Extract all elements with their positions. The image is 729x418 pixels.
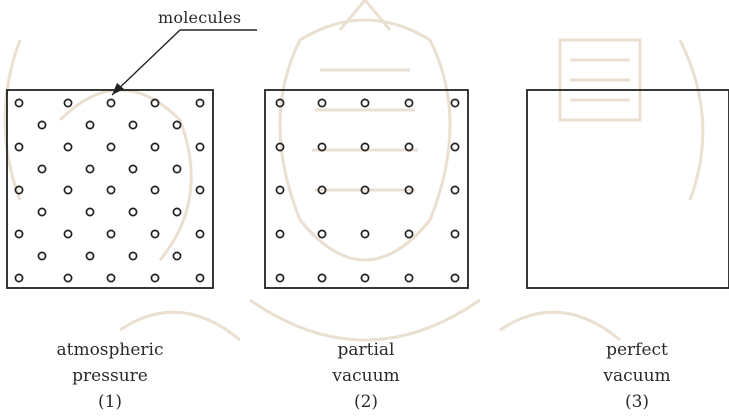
caption-2-line1: partial	[276, 337, 456, 363]
molecule-dot	[196, 143, 203, 150]
caption-1-number: (1)	[20, 389, 200, 415]
molecule-dot	[15, 143, 22, 150]
panel-1-container	[7, 90, 213, 288]
caption-3-line2: vacuum	[547, 363, 727, 389]
panel-3-container	[527, 90, 729, 288]
molecule-dot	[173, 252, 180, 259]
molecule-dot	[151, 186, 158, 193]
molecule-dot	[276, 143, 283, 150]
molecule-dot	[451, 143, 458, 150]
molecule-dot	[451, 230, 458, 237]
molecule-dot	[173, 165, 180, 172]
molecule-dot	[405, 230, 412, 237]
caption-2-line2: vacuum	[276, 363, 456, 389]
panel-1-molecules	[15, 99, 203, 281]
molecule-dot	[151, 230, 158, 237]
molecule-dot	[86, 121, 93, 128]
molecule-dot	[405, 274, 412, 281]
caption-3-number: (3)	[547, 389, 727, 415]
molecule-dot	[129, 208, 136, 215]
molecule-dot	[276, 186, 283, 193]
molecule-dot	[405, 99, 412, 106]
molecule-dot	[318, 143, 325, 150]
molecule-dot	[15, 230, 22, 237]
caption-3: perfect vacuum (3)	[547, 337, 727, 415]
molecule-dot	[86, 252, 93, 259]
molecule-dot	[151, 99, 158, 106]
caption-3-line1: perfect	[547, 337, 727, 363]
molecule-dot	[64, 230, 71, 237]
molecule-dot	[318, 99, 325, 106]
molecule-dot	[451, 186, 458, 193]
molecule-dot	[196, 274, 203, 281]
molecule-dot	[107, 186, 114, 193]
caption-1-line2: pressure	[20, 363, 200, 389]
caption-1: atmospheric pressure (1)	[20, 337, 200, 415]
molecule-dot	[196, 99, 203, 106]
molecule-dot	[64, 143, 71, 150]
molecule-dot	[361, 274, 368, 281]
molecule-dot	[107, 143, 114, 150]
molecule-dot	[64, 99, 71, 106]
molecules-label: molecules	[158, 8, 241, 27]
molecule-dot	[318, 230, 325, 237]
caption-1-line1: atmospheric	[20, 337, 200, 363]
molecule-dot	[318, 186, 325, 193]
molecule-dot	[361, 230, 368, 237]
panel-2-molecules	[276, 99, 458, 281]
molecule-dot	[276, 230, 283, 237]
molecule-dot	[86, 208, 93, 215]
molecule-dot	[107, 230, 114, 237]
molecule-dot	[107, 99, 114, 106]
panel-2-container	[265, 90, 468, 288]
molecule-dot	[405, 186, 412, 193]
molecule-dot	[173, 208, 180, 215]
molecule-dot	[276, 99, 283, 106]
caption-2-number: (2)	[276, 389, 456, 415]
molecule-dot	[196, 230, 203, 237]
molecule-dot	[129, 252, 136, 259]
molecule-dot	[276, 274, 283, 281]
molecule-dot	[361, 99, 368, 106]
molecule-dot	[151, 143, 158, 150]
molecule-dot	[64, 186, 71, 193]
caption-2: partial vacuum (2)	[276, 337, 456, 415]
molecule-dot	[361, 143, 368, 150]
molecule-dot	[129, 165, 136, 172]
molecule-dot	[15, 186, 22, 193]
molecule-dot	[38, 208, 45, 215]
molecule-dot	[86, 165, 93, 172]
molecule-dot	[38, 252, 45, 259]
molecule-dot	[196, 186, 203, 193]
molecule-dot	[15, 99, 22, 106]
molecule-dot	[151, 274, 158, 281]
molecule-dot	[451, 99, 458, 106]
molecule-dot	[318, 274, 325, 281]
molecule-dot	[38, 165, 45, 172]
molecule-dot	[107, 274, 114, 281]
molecule-dot	[173, 121, 180, 128]
molecule-dot	[129, 121, 136, 128]
molecule-dot	[451, 274, 458, 281]
molecule-dot	[38, 121, 45, 128]
molecule-dot	[15, 274, 22, 281]
molecule-dot	[361, 186, 368, 193]
molecule-dot	[64, 274, 71, 281]
pointer-arrow	[112, 30, 257, 95]
molecule-dot	[405, 143, 412, 150]
